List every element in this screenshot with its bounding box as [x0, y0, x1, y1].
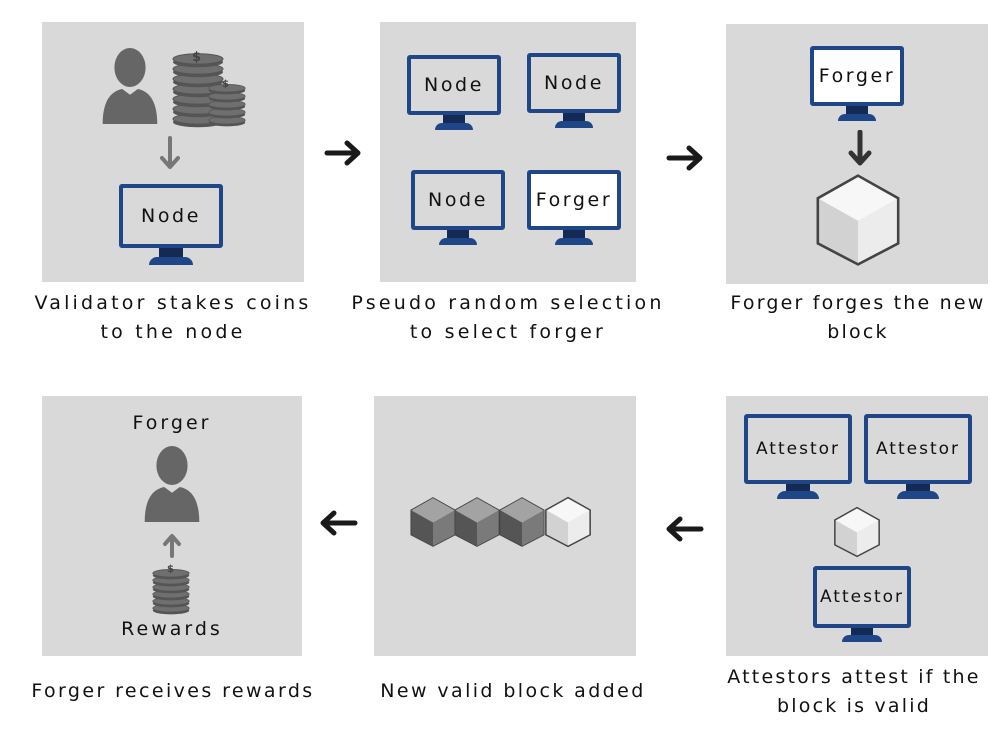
chain-block-validated [410, 496, 456, 548]
coin-stack-icon: $ [152, 564, 190, 616]
step-panel-stake: $ $ Node [42, 22, 304, 282]
chain-block-new [545, 496, 591, 548]
block-icon [816, 174, 900, 266]
monitor-label: Node [411, 170, 505, 230]
coin-stack-icon: $ $ [172, 50, 252, 128]
monitor-node: Node [119, 184, 223, 268]
block-icon [834, 506, 880, 558]
user-icon [100, 48, 160, 126]
user-icon [142, 446, 202, 524]
step-caption-attest: Attestors attest if the block is valid [727, 666, 981, 717]
step-caption-forge: Forger forges the new block [730, 292, 986, 343]
monitor-node: Node [411, 170, 505, 245]
arrow-down-icon [160, 136, 180, 169]
monitor-label: Forger [810, 46, 904, 106]
step-caption-added: New valid block added [380, 680, 646, 702]
flow-arrow-right-icon [666, 145, 703, 171]
step-panel-attest: Attestor Attestor Attestor [726, 396, 988, 656]
monitor-label: Node [407, 55, 501, 115]
monitor-label: Forger [527, 170, 621, 230]
chain-block-validated [499, 496, 545, 548]
step-caption-stake: Validator stakes coins to the node [34, 292, 312, 343]
monitor-label: Node [527, 53, 621, 113]
flow-arrow-left-icon [320, 510, 358, 536]
monitor-label: Node [119, 184, 223, 248]
blockchain-icon [410, 496, 594, 548]
monitor-label: Attestor [864, 414, 972, 484]
monitor-node: Node [407, 55, 501, 130]
flow-arrow-left-icon [666, 516, 704, 542]
monitor-label: Attestor [744, 414, 852, 484]
rewards-label: Rewards [121, 618, 223, 640]
monitor-forger: Forger [527, 170, 621, 245]
monitor-node: Node [527, 53, 621, 128]
step-panel-added [374, 396, 636, 656]
forger-label: Forger [132, 412, 212, 434]
step-caption-reward: Forger receives rewards [31, 680, 315, 702]
flow-arrow-right-icon [324, 140, 361, 166]
monitor-label: Attestor [813, 566, 911, 628]
step-panel-selection: Node Node Node Forger [380, 22, 636, 282]
monitor-attestor: Attestor [813, 566, 911, 642]
monitor-forger: Forger [810, 46, 904, 122]
step-panel-reward: Forger $ Rewards [42, 396, 302, 656]
step-caption-selection: Pseudo random selection to select forger [351, 292, 665, 343]
step-panel-forge: Forger [726, 24, 988, 284]
monitor-attestor: Attestor [864, 414, 972, 499]
arrow-up-icon [163, 534, 181, 558]
chain-block-validated [454, 496, 500, 548]
arrow-down-icon [848, 130, 872, 166]
monitor-attestor: Attestor [744, 414, 852, 499]
